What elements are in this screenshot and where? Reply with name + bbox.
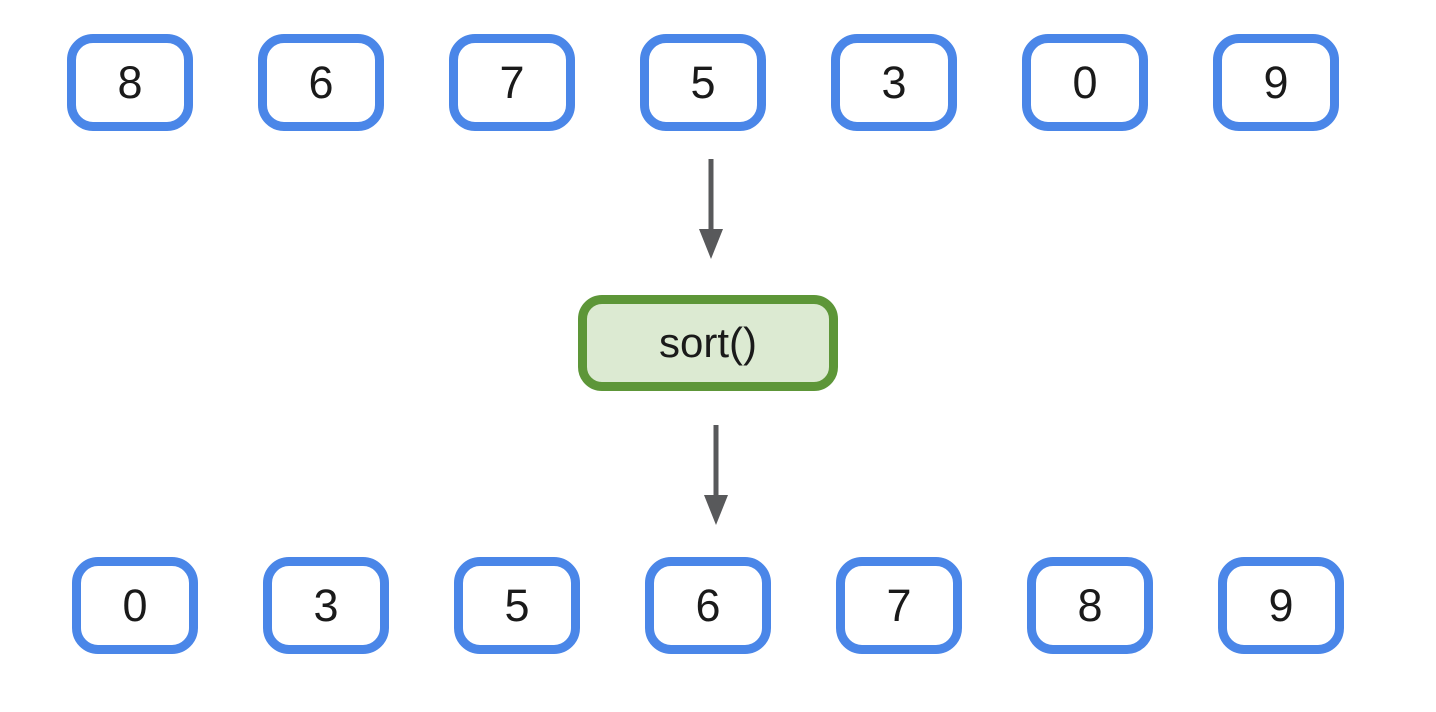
array-cell: 6 <box>645 557 771 654</box>
array-cell: 5 <box>454 557 580 654</box>
array-cell: 7 <box>449 34 575 131</box>
unsorted-array-row: 8 6 7 5 3 0 9 <box>67 34 1339 131</box>
array-cell: 6 <box>258 34 384 131</box>
array-cell: 9 <box>1213 34 1339 131</box>
array-cell: 0 <box>1022 34 1148 131</box>
array-cell: 0 <box>72 557 198 654</box>
arrow-down-icon <box>704 425 728 525</box>
array-cell: 8 <box>1027 557 1153 654</box>
array-cell: 5 <box>640 34 766 131</box>
sort-operation-box: sort() <box>578 295 838 391</box>
array-cell: 8 <box>67 34 193 131</box>
array-cell: 7 <box>836 557 962 654</box>
array-cell: 3 <box>263 557 389 654</box>
arrow-down-icon <box>699 159 723 259</box>
array-cell: 3 <box>831 34 957 131</box>
sorted-array-row: 0 3 5 6 7 8 9 <box>72 557 1344 654</box>
array-cell: 9 <box>1218 557 1344 654</box>
